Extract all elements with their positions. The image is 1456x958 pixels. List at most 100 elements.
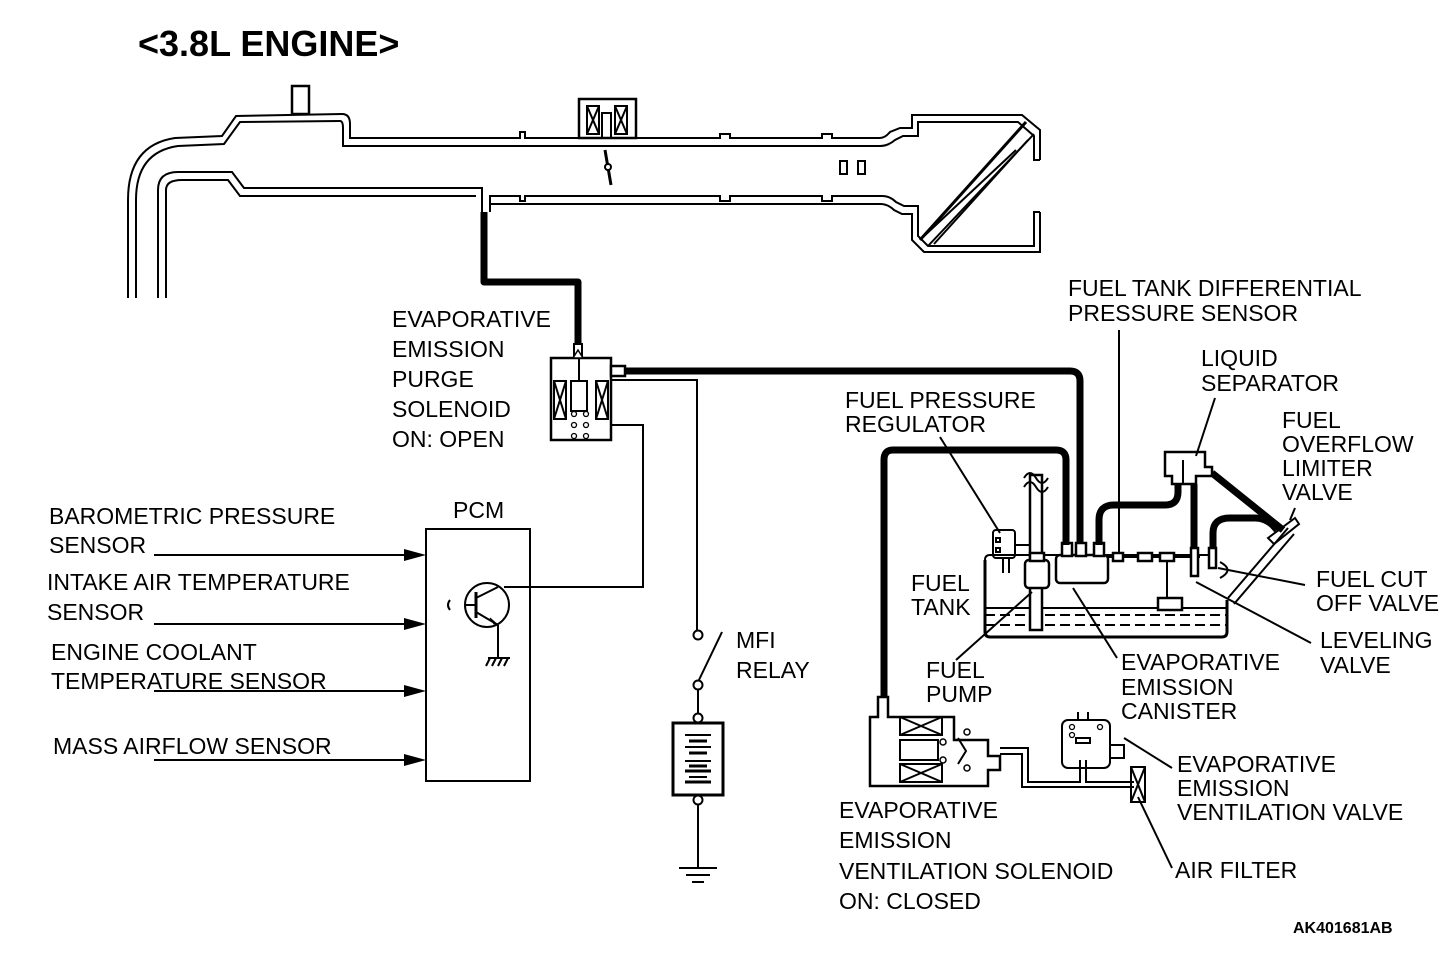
label-line: FUEL PRESSURE (845, 387, 1036, 413)
label-line: FUEL (926, 657, 985, 683)
separator-hose (1095, 484, 1182, 545)
arrow-icon (404, 549, 426, 561)
label-line: RELAY (736, 657, 810, 683)
label-line: PUMP (926, 681, 992, 707)
label-line: CANISTER (1121, 698, 1237, 724)
label-line: ON: CLOSED (839, 888, 981, 914)
evap-canister (1054, 541, 1110, 585)
label-line: INTAKE AIR TEMPERATURE (47, 569, 350, 595)
figure-code: AK401681AB (1293, 920, 1393, 937)
leader-lines (939, 397, 1312, 869)
ground-icon (679, 867, 717, 883)
fuel-tank-label: FUEL TANK (911, 570, 971, 620)
evap-canister-label: EVAPORATIVE EMISSION CANISTER (1121, 649, 1280, 724)
canister-purge-hose (625, 367, 1084, 545)
throttle-valve (603, 149, 613, 186)
arrow-icon (404, 754, 426, 766)
vapor-line (1108, 330, 1200, 612)
label-line: EMISSION (1121, 674, 1233, 700)
label-line: AIR FILTER (1175, 857, 1297, 883)
arrow-icon (404, 685, 426, 697)
label-line: EVAPORATIVE (1177, 751, 1336, 777)
pcm-drive-wire (504, 424, 644, 588)
label-line: MASS AIRFLOW SENSOR (53, 733, 332, 759)
ground-icon (485, 657, 510, 667)
vent-solenoid-label: EVAPORATIVE EMISSION VENTILATION SOLENOI… (839, 797, 1113, 914)
label-line: ON: OPEN (392, 426, 504, 452)
label-line: FUEL CUT (1316, 566, 1428, 592)
label-line: BAROMETRIC PRESSURE (49, 503, 335, 529)
liquid-separator-label: LIQUID SEPARATOR (1201, 345, 1339, 396)
maf-element (857, 160, 866, 175)
pcm-box (425, 528, 531, 782)
label-line: TANK (911, 594, 971, 620)
purge-hose (480, 212, 582, 345)
label-line: VENTILATION VALVE (1177, 799, 1403, 825)
air-filter (1130, 766, 1146, 803)
vent-solenoid (868, 695, 1002, 788)
label-line: SOLENOID (392, 396, 511, 422)
label-line: SEPARATOR (1201, 370, 1339, 396)
air-filter-label: AIR FILTER (1175, 857, 1297, 883)
mfi-relay: MFI RELAY (692, 627, 810, 713)
fuel-cut-off-valve (1207, 546, 1218, 570)
pcm-label: PCM (453, 497, 504, 523)
label-line: TEMPERATURE SENSOR (51, 668, 327, 694)
maf-element (839, 160, 848, 175)
label-line: SENSOR (47, 599, 144, 625)
label-line: LEVELING (1320, 627, 1433, 653)
label-line: EVAPORATIVE (839, 797, 998, 823)
liquid-separator (1163, 450, 1214, 486)
label-line: EMISSION (392, 336, 504, 362)
fuel-tank-diff-sensor-label: FUEL TANK DIFFERENTIAL PRESSURE SENSOR (1068, 275, 1362, 326)
label-line: FUEL (911, 570, 970, 596)
label-line: MFI (736, 627, 776, 653)
fuel-overflow-limiter-label: FUEL OVERFLOW LIMITER VALVE (1282, 407, 1414, 505)
iat-sensor-input: INTAKE AIR TEMPERATURE SENSOR (47, 569, 426, 630)
label-line: ENGINE COOLANT (51, 639, 257, 665)
fuel-pump-label: FUEL PUMP (926, 657, 992, 707)
label-line: EVAPORATIVE (1121, 649, 1280, 675)
baro-sensor-input: BAROMETRIC PRESSURE SENSOR (49, 503, 426, 561)
relay-wire (611, 379, 698, 632)
arrow-icon (404, 618, 426, 630)
idle-air-control (577, 97, 638, 140)
label-line: PURGE (392, 366, 474, 392)
vent-hose (880, 446, 1070, 698)
label-line: VALVE (1282, 479, 1353, 505)
diagram-title: <3.8L ENGINE> (138, 23, 399, 64)
label-line: SENSOR (49, 532, 146, 558)
label-line: FUEL (1282, 407, 1341, 433)
fuel-pressure-regulator-label: FUEL PRESSURE REGULATOR (845, 387, 1036, 437)
pcm: PCM (425, 497, 531, 782)
intake-duct (127, 84, 1041, 298)
transistor-icon (447, 582, 510, 667)
label-line: EMISSION (839, 827, 951, 853)
intake-stub (290, 84, 311, 116)
ect-sensor-input: ENGINE COOLANT TEMPERATURE SENSOR (51, 639, 426, 697)
fuel-pressure-regulator (992, 529, 1030, 573)
label-line: OVERFLOW (1282, 431, 1414, 457)
fuel-overflow-limiter-valve (1227, 516, 1301, 605)
fuel-pump (1023, 472, 1051, 632)
label-line: FUEL TANK DIFFERENTIAL (1068, 275, 1362, 301)
vent-valve (1061, 712, 1125, 769)
diff-pressure-sensor (1111, 551, 1125, 563)
label-line: LIMITER (1282, 455, 1373, 481)
label-line: EMISSION (1177, 775, 1289, 801)
leveling-valve-label: LEVELING VALVE (1320, 627, 1433, 678)
label-line: EVAPORATIVE (392, 306, 551, 332)
cutoff-hose (1209, 514, 1280, 558)
label-line: VENTILATION SOLENOID (839, 858, 1113, 884)
vent-valve-label: EVAPORATIVE EMISSION VENTILATION VALVE (1177, 751, 1403, 825)
label-line: PRESSURE SENSOR (1068, 300, 1298, 326)
label-line: REGULATOR (845, 411, 986, 437)
battery-icon (671, 712, 725, 868)
label-line: VALVE (1320, 652, 1391, 678)
sensor-inputs: BAROMETRIC PRESSURE SENSOR INTAKE AIR TE… (47, 503, 426, 766)
purge-solenoid-label: EVAPORATIVE EMISSION PURGE SOLENOID ON: … (392, 306, 551, 452)
fuel-cut-off-valve-label: FUEL CUT OFF VALVE (1316, 566, 1439, 616)
label-line: OFF VALVE (1316, 590, 1439, 616)
leveling-valve (1189, 546, 1200, 578)
